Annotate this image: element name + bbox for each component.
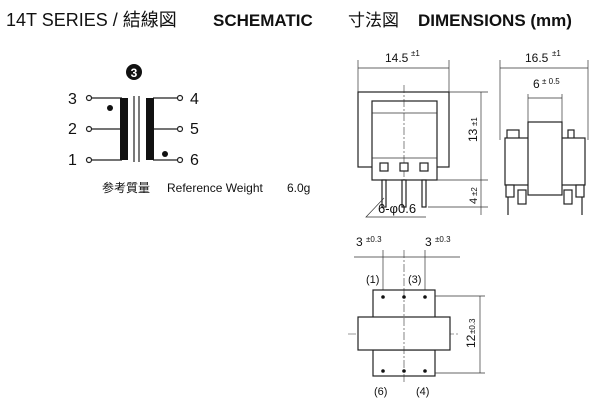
pitch-left-tol: ±0.3 (366, 235, 382, 244)
pin-label-5: 5 (190, 121, 199, 138)
series-title: 14T SERIES / 結線図 (6, 10, 177, 30)
secondary-winding (146, 98, 154, 160)
core-width-tol: ± 0.5 (542, 77, 560, 86)
pitch-left-value: 3 (356, 235, 363, 249)
weight-label-jp: 参考質量 (102, 180, 150, 195)
pin-label-4: 4 (190, 91, 199, 108)
weight-value: 6.0g (287, 181, 310, 195)
bottom-pins (381, 295, 427, 373)
core-width-value: 6 (533, 77, 540, 91)
pin-spec-leader (365, 197, 426, 218)
pin-spec: 6-φ0.6 (378, 201, 416, 216)
winding-leads (91, 97, 178, 161)
side-width-value: 16.5 (525, 51, 549, 65)
header: 14T SERIES / 結線図 SCHEMATIC 寸法図 DIMENSION… (6, 10, 572, 30)
row-spacing-value: 12 (464, 334, 478, 348)
pin-label-bottom-4: (4) (416, 386, 429, 398)
schematic-diagram: 3 3 2 1 4 5 6 (68, 64, 199, 169)
bottom-view: 3 ±0.3 3 ±0.3 (1) (3) 12 ±0.3 (6) (4) (348, 235, 485, 398)
pin-label-top-1: (1) (366, 274, 379, 286)
pin-label-3: 3 (68, 91, 77, 108)
schematic-badge (126, 64, 142, 80)
polarity-dot-secondary (162, 151, 168, 157)
front-width-value: 14.5 (385, 51, 409, 65)
pin-label-top-3: (3) (408, 274, 421, 286)
dimensions-title: DIMENSIONS (mm) (418, 11, 572, 30)
pin-length-tol: ±2 (470, 187, 479, 196)
pin-label-6: 6 (190, 152, 199, 169)
front-width-tol: ±1 (411, 49, 420, 58)
height-tol: ±1 (470, 117, 479, 126)
row-spacing-tol: ±0.3 (468, 318, 477, 334)
primary-winding (120, 98, 128, 160)
pin-label-bottom-6: (6) (374, 386, 387, 398)
pitch-right-value: 3 (425, 235, 432, 249)
schematic-title: SCHEMATIC (213, 11, 313, 30)
reference-weight: 参考質量 Reference Weight 6.0g (102, 180, 310, 195)
side-view: 16.5 ±1 6 ± 0.5 (499, 49, 589, 215)
front-view: 14.5 ±1 13 ±1 4 ±2 6-φ0.6 (357, 49, 488, 218)
pin-label-1: 1 (68, 152, 77, 169)
schematic-badge-number: 3 (131, 66, 138, 80)
side-width-tol: ±1 (552, 49, 561, 58)
pin-length-value: 4 (468, 198, 480, 204)
height-value: 13 (466, 128, 480, 142)
front-pins (379, 162, 429, 208)
pin-label-2: 2 (68, 121, 77, 138)
polarity-dot-primary (107, 105, 113, 111)
weight-label: Reference Weight (167, 181, 263, 195)
dimensions-jp-title: 寸法図 (348, 11, 399, 30)
pitch-right-tol: ±0.3 (435, 235, 451, 244)
